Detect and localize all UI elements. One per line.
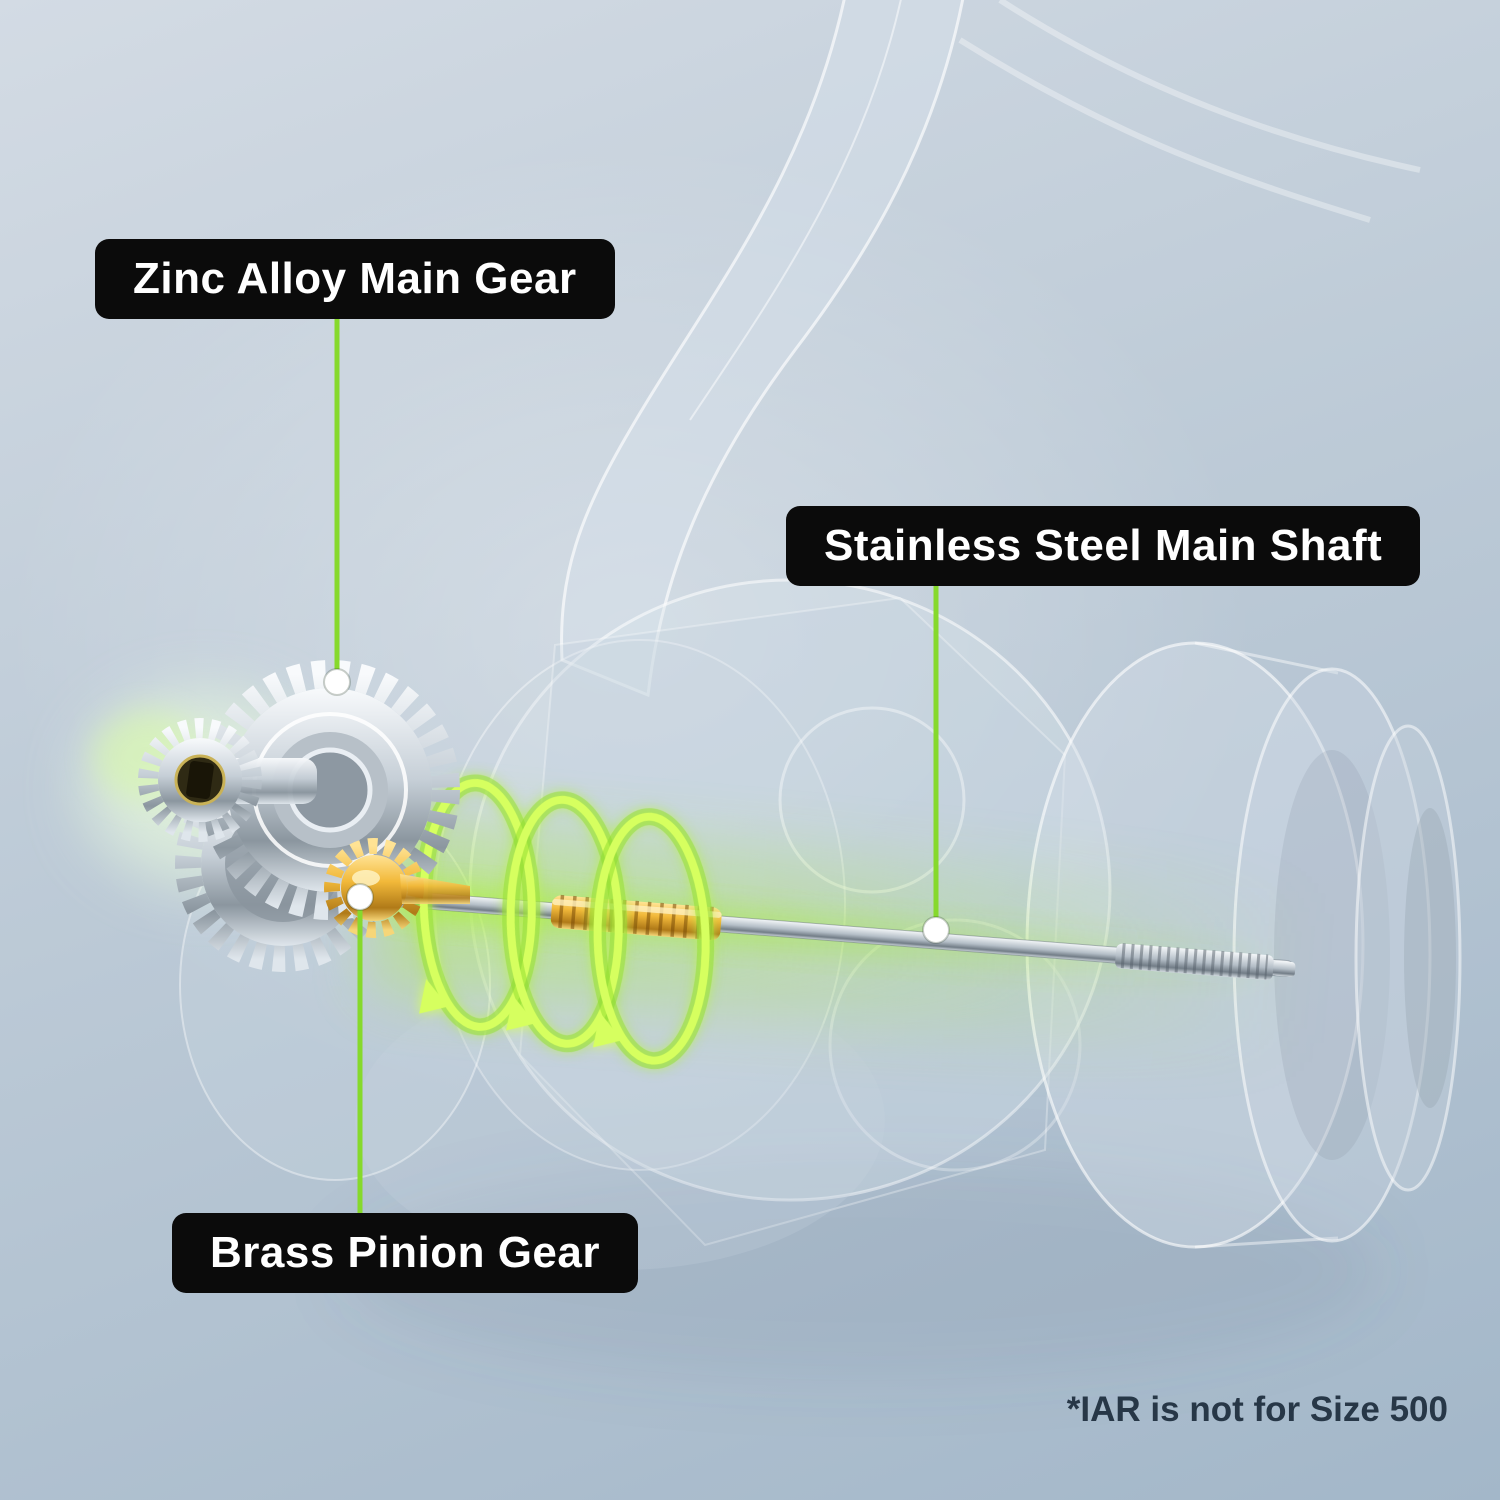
callout-dot-main-gear (323, 668, 351, 696)
footnote-text: *IAR is not for Size 500 (1066, 1390, 1448, 1429)
gear-assembly (85, 660, 470, 972)
pinion-gear-graphic (324, 838, 470, 938)
reel-body (179, 0, 1462, 1270)
callout-label-main-shaft: Stainless Steel Main Shaft (786, 506, 1421, 586)
green-spiral-arrows (415, 774, 715, 1070)
callout-label-pinion-gear: Brass Pinion Gear (172, 1213, 638, 1293)
callout-dot-pinion-gear (346, 883, 374, 911)
arrowhead-icon (419, 978, 449, 1014)
arrowhead-icon (592, 1012, 623, 1048)
callout-leaders (323, 318, 950, 1213)
arrowhead-icon (506, 995, 536, 1031)
splined-shaft-end (138, 718, 317, 842)
callout-label-main-gear: Zinc Alloy Main Gear (95, 239, 615, 319)
callout-dot-main-shaft (922, 916, 950, 944)
